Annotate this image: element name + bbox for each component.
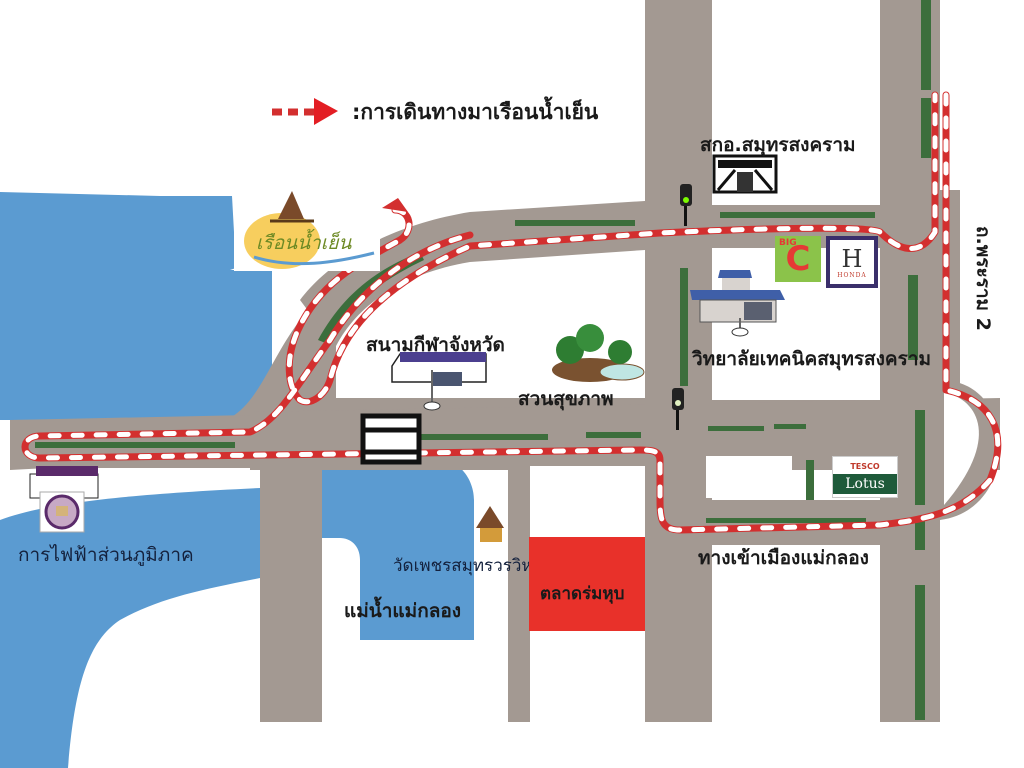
honda-name: HONDA: [837, 271, 867, 279]
lotus-text: Lotus: [833, 474, 897, 494]
label-provincial-office: สกอ.สมุทรสงคราม: [700, 134, 856, 156]
tesco-lotus-logo: TESCO Lotus: [832, 456, 898, 498]
legend-arrow-icon: [272, 98, 338, 125]
label-city-entrance: ทางเข้าเมืองแม่กลอง: [698, 547, 869, 569]
label-technical-college: วิทยาลัยเทคนิคสมุทรสงคราม: [692, 348, 932, 370]
honda-letter: H: [841, 244, 863, 273]
label-temple: วัดเพชรสมุทรวรวิหาร: [393, 556, 552, 576]
destination-logo: [234, 191, 380, 271]
stadium-building-icon: [391, 352, 487, 411]
label-rama2-road: ถ.พระราม 2: [972, 226, 994, 331]
bigc-letter: C: [785, 239, 811, 279]
label-health-park: สวนสุขภาพ: [518, 388, 614, 410]
bigc-top-text: BIG: [779, 238, 797, 248]
label-umbrella-market: ตลาดร่มหุบ: [540, 584, 625, 604]
college-building-icon: [690, 270, 785, 337]
legend: :การเดินทางมาเรือนน้ำเย็น: [352, 96, 598, 129]
destination-logo-art: [244, 191, 375, 269]
temple-roof-icon: [476, 506, 504, 542]
legend-label: :การเดินทางมาเรือนน้ำเย็น: [352, 100, 599, 124]
tesco-text: TESCO: [850, 462, 880, 471]
traffic-light-icon: [672, 388, 684, 430]
office-building-icon: [712, 154, 778, 194]
umbrella-market-area: [529, 537, 645, 631]
river-shape: [0, 192, 474, 768]
label-stadium: สนามกีฬาจังหวัด: [366, 334, 505, 356]
traffic-light-icon: [680, 184, 692, 226]
tree-icon: [552, 324, 645, 382]
honda-logo: H HONDA: [826, 236, 878, 288]
route-arrow-icon: [382, 198, 408, 212]
bridge-icon: [360, 413, 422, 465]
destination-logo-text: เรือนน้ำเย็น: [256, 232, 352, 254]
label-pea: การไฟฟ้าส่วนภูมิภาค: [18, 544, 194, 566]
pea-building-icon: [29, 466, 99, 533]
bigc-logo: BIG C: [775, 236, 821, 282]
label-river: แม่น้ำแม่กลอง: [344, 600, 462, 622]
